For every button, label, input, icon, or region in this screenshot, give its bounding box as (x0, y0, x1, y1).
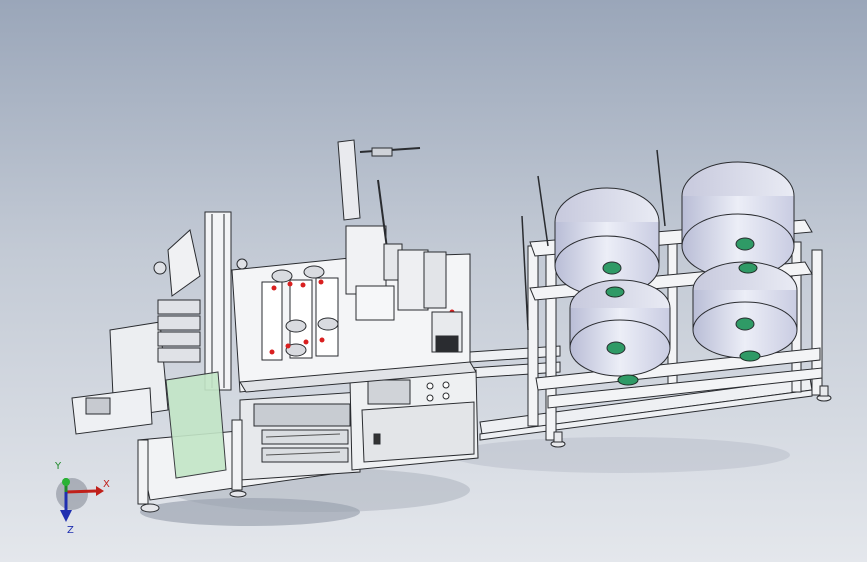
material-roll-2 (681, 161, 795, 279)
axis-x-label: X (103, 479, 110, 490)
lower-cabinet (137, 391, 361, 501)
axis-y-label: Y (55, 461, 62, 472)
ear-loop-feeder (71, 211, 248, 435)
cross-rollers (397, 249, 463, 353)
roller-units (261, 265, 339, 361)
roll-hub-brakes (605, 262, 761, 386)
material-roll-4 (692, 261, 798, 359)
material-roll-1 (554, 187, 660, 297)
output-guard-panel (165, 371, 227, 479)
unwind-roll-stand[interactable] (521, 149, 832, 448)
cabinet-handle (373, 433, 381, 445)
axis-z-label: Z (67, 525, 74, 536)
material-roll-3 (569, 279, 671, 377)
leveling-feet (550, 385, 832, 448)
guide-rods (521, 149, 666, 331)
main-machine[interactable] (71, 139, 479, 513)
feed-rollers (157, 299, 201, 363)
control-buttons (426, 381, 450, 402)
machine-legs (137, 419, 247, 513)
ultrasonic-tower (337, 139, 421, 321)
electrical-cabinet (349, 369, 479, 471)
hmi-screen (367, 379, 411, 405)
coordinate-triad (56, 478, 104, 522)
